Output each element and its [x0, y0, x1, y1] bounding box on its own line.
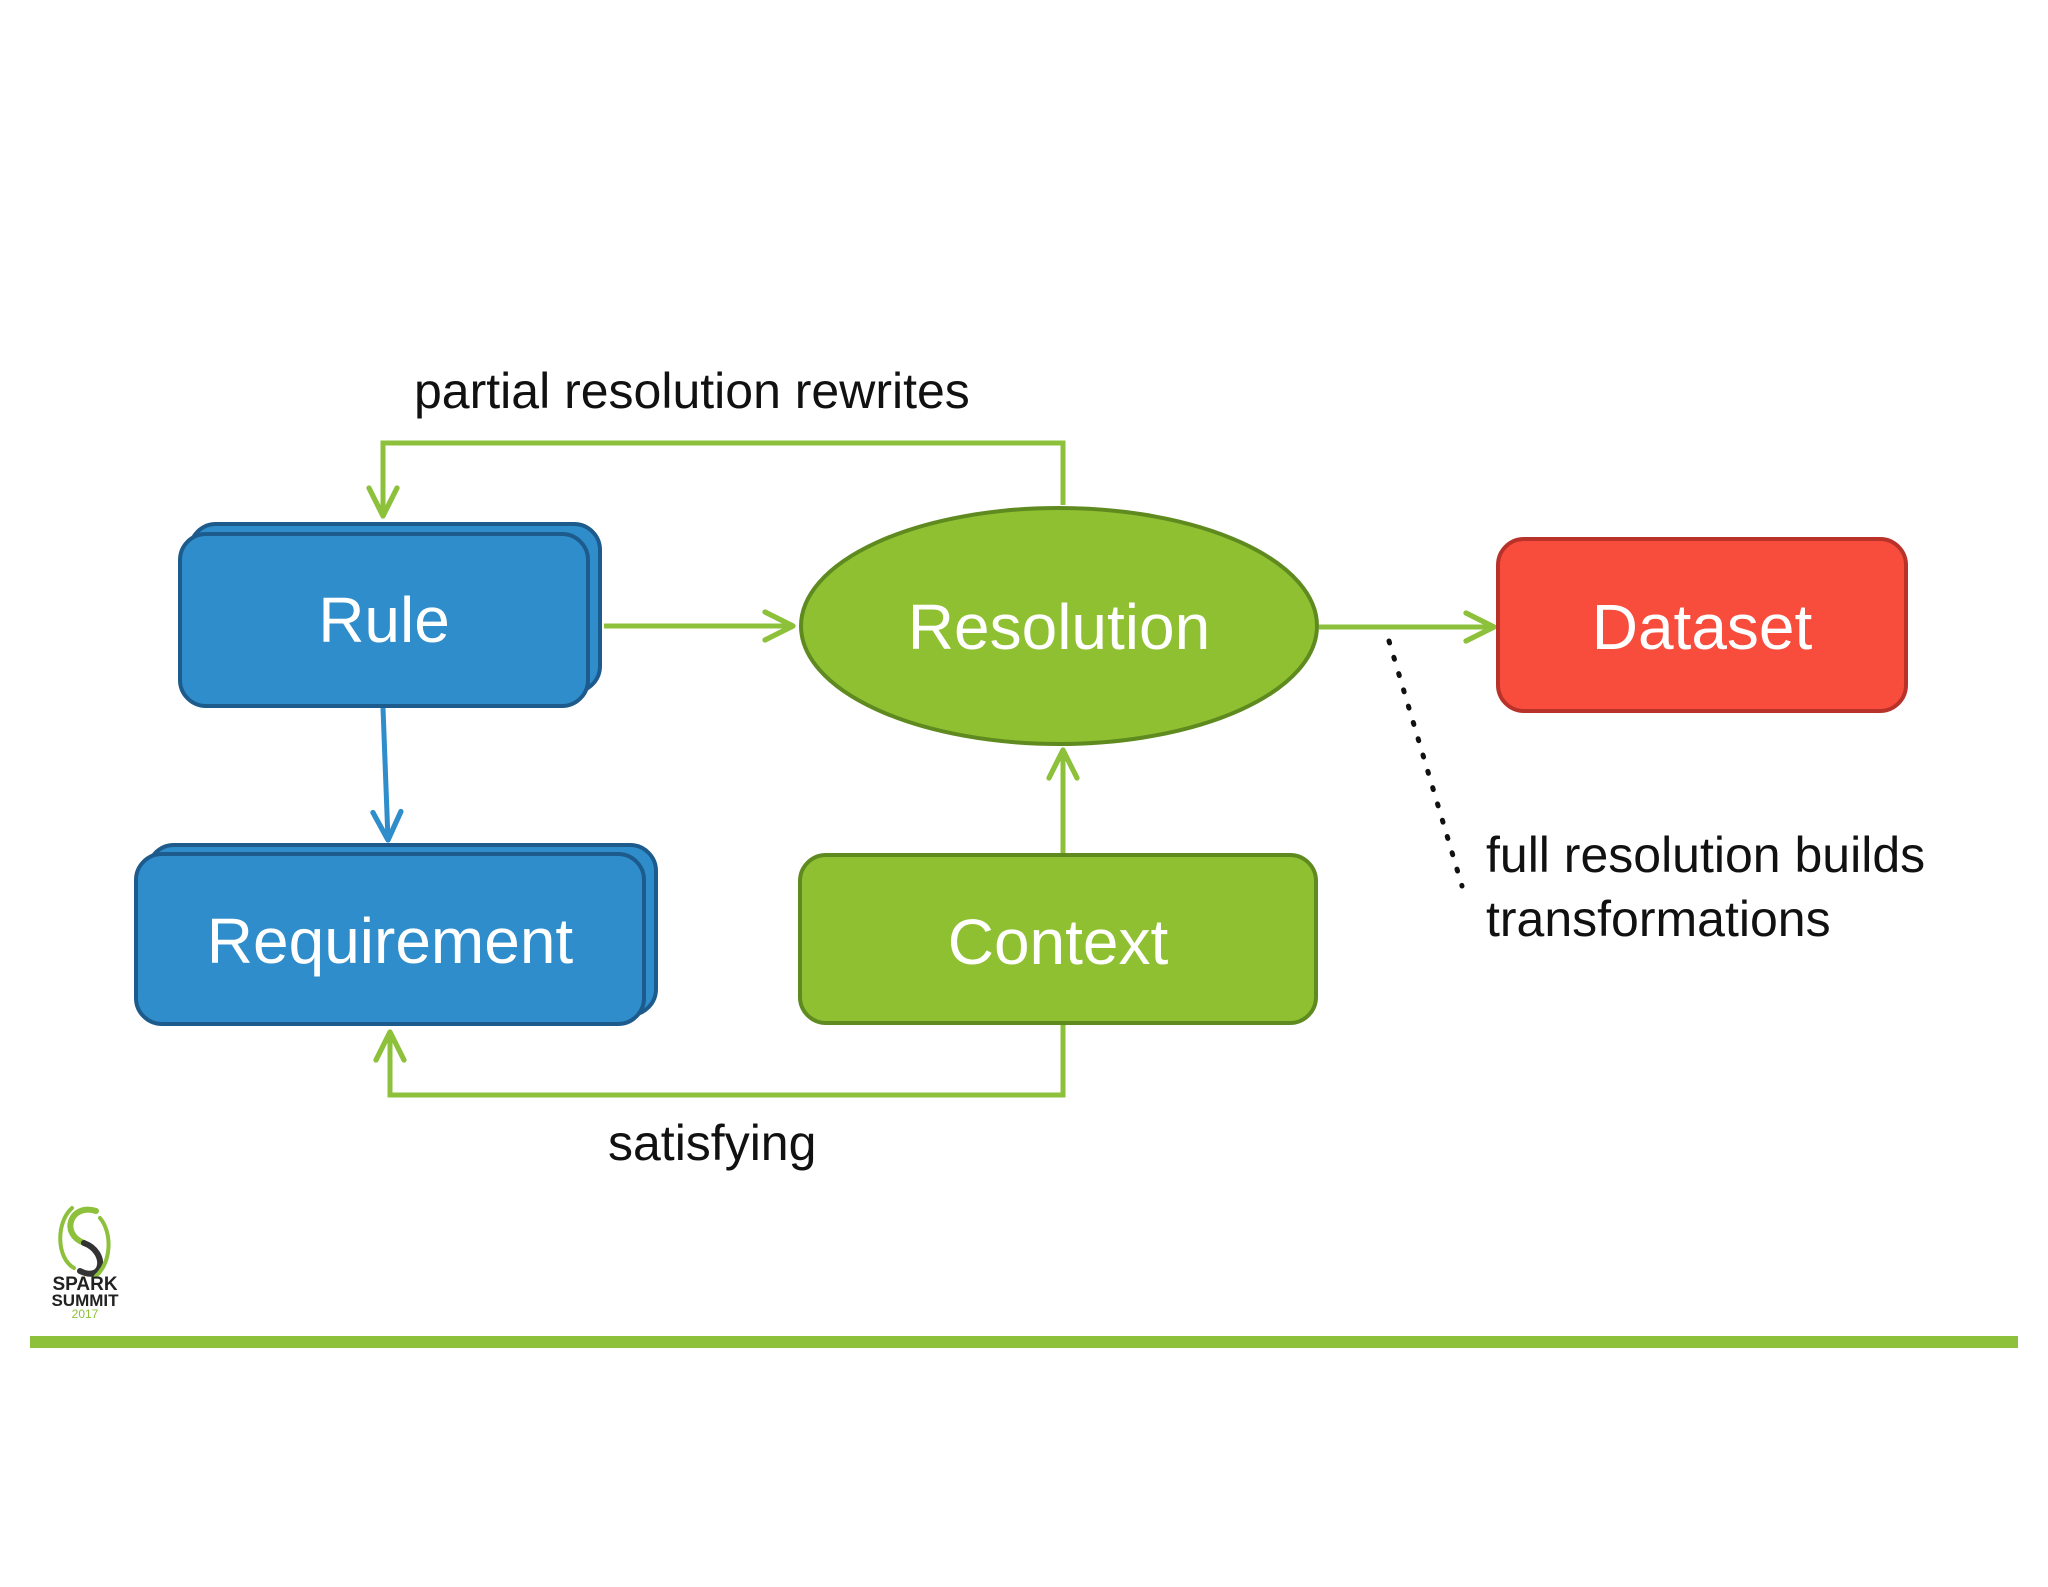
dataset-label: Dataset [1592, 591, 1813, 663]
requirement-node: Requirement [134, 843, 658, 1026]
context-label: Context [948, 906, 1169, 978]
logo-text-summit: SUMMIT [51, 1291, 119, 1310]
resolution-node: Resolution [799, 506, 1319, 746]
logo-text-spark: SPARK [52, 1274, 117, 1295]
dataset-box [1496, 537, 1908, 713]
logo-swirl-outer [58, 1206, 111, 1278]
rule-front-card [178, 532, 590, 708]
label-partial-resolution-rewrites: partial resolution rewrites [414, 363, 970, 419]
context-box [798, 853, 1318, 1025]
dotted-leader [1386, 638, 1465, 889]
requirement-front-card [134, 852, 646, 1026]
logo-text-year: 2017 [72, 1307, 99, 1321]
arrow-context-to-requirement [373, 1025, 1066, 1098]
resolution-ellipse [799, 506, 1319, 746]
dataset-node: Dataset [1496, 537, 1908, 713]
resolution-label: Resolution [908, 591, 1210, 663]
requirement-label: Requirement [207, 905, 574, 977]
context-node: Context [798, 853, 1318, 1025]
logo-swirl-top [67, 1206, 99, 1246]
arrow-resolution-to-rule [366, 440, 1066, 519]
label-satisfying: satisfying [608, 1115, 816, 1171]
label-full-resolution-line2: transformations [1486, 891, 1831, 947]
rule-label: Rule [318, 584, 450, 656]
logo-swirl-middle [77, 1240, 103, 1277]
label-full-resolution-line1: full resolution builds [1486, 827, 1925, 883]
spark-summit-logo: SPARK SUMMIT 2017 [51, 1206, 119, 1321]
rule-node: Rule [178, 522, 602, 708]
footer-bar [30, 1336, 2018, 1348]
arrow-rule-to-requirement [370, 707, 404, 843]
